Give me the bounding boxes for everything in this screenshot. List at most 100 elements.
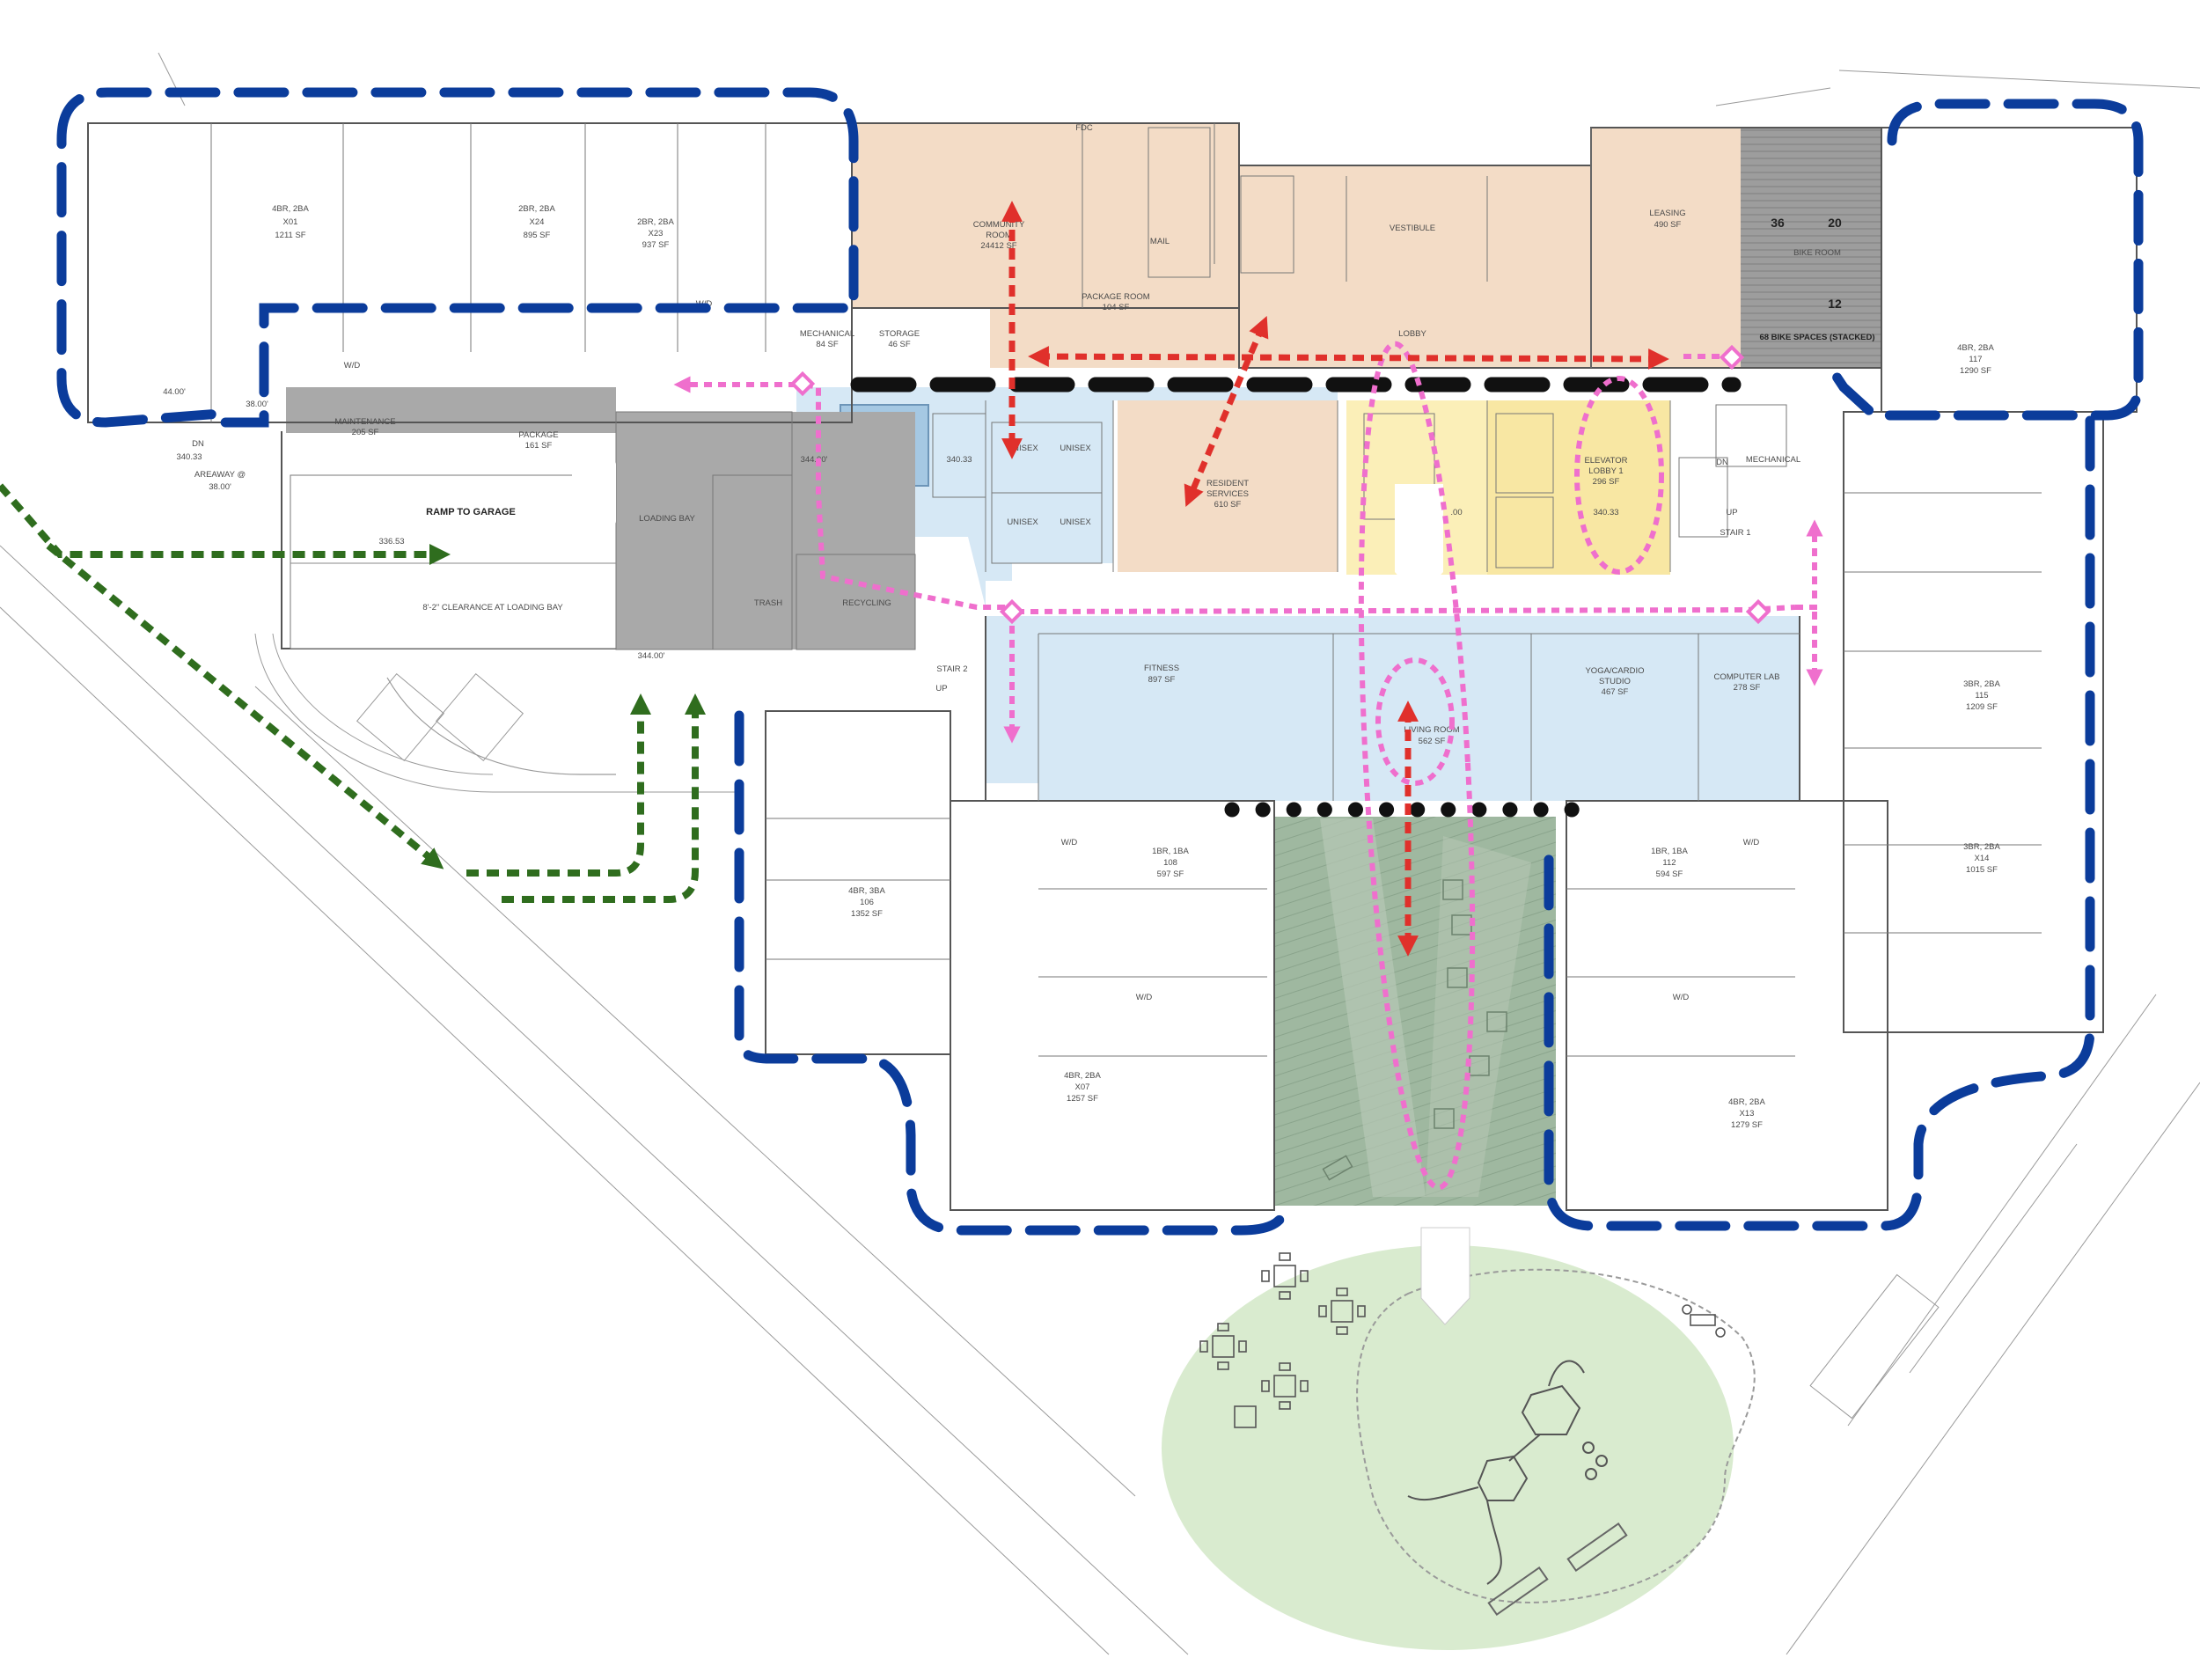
elevation-2: 38.00' [246, 400, 268, 409]
fitness-area: 897 SF [1148, 675, 1176, 685]
unit-x13-type: 4BR, 2BA [1728, 1097, 1765, 1107]
unit-x14-type: 3BR, 2BA [1963, 842, 2000, 852]
elevation-4: 38.00' [209, 482, 231, 492]
unit-x23-area: 937 SF [642, 240, 670, 250]
pink-junction-diamonds [789, 344, 1771, 625]
resident-services-diagonal-arrow [1184, 316, 1269, 507]
mid-corridor-path [1016, 605, 1796, 614]
elevator-lobby-area: 296 SF [1593, 477, 1620, 487]
storage-label: STORAGE [879, 329, 920, 339]
loading-entry-arrow [46, 542, 444, 869]
building-walls [87, 122, 2138, 1211]
east-corridor-path [1795, 519, 1823, 610]
red-flow-arrows [1001, 201, 1669, 957]
leasing-area: 490 SF [1654, 220, 1682, 230]
lobby-path-oval [1358, 341, 1476, 1191]
play-structure-icon [1407, 1360, 1608, 1585]
wd-label-3: W/D [1061, 838, 1078, 847]
fdc-label: FDC [1075, 123, 1093, 133]
ramp-entry-arrow [0, 483, 451, 565]
lobby-horizontal-arrow [1028, 346, 1669, 370]
community-room-area: 24412 SF [980, 241, 1016, 251]
unit-x23-id: X23 [649, 229, 664, 238]
room-labels: 4BR, 2BA X01 1211 SF 2BR, 2BA X24 895 SF… [272, 204, 2000, 1130]
yoga-label-1: YOGA/CARDIO [1585, 666, 1644, 676]
core-vertical-path [804, 382, 1012, 610]
wing-outline-southwest [734, 710, 1290, 1236]
unit-x13-area: 1279 SF [1731, 1120, 1763, 1130]
bike-count-20: 20 [1828, 216, 1842, 230]
unit-x01-type: 4BR, 2BA [272, 204, 309, 214]
unit-106-id: 106 [860, 898, 874, 907]
vestibule-label: VESTIBULE [1390, 224, 1435, 233]
dn-label-1: DN [1716, 458, 1728, 467]
wing-outline-northeast [1830, 99, 2144, 421]
elevation-11: .00 [1450, 508, 1462, 517]
unit-115-area: 1209 SF [1966, 702, 1998, 712]
community-room-label-2: ROOM [986, 231, 1012, 240]
community-room-label-1: COMMUNITY [973, 220, 1025, 230]
wd-label-2: W/D [344, 361, 361, 370]
up-label-2: UP [935, 684, 947, 693]
yoga-label-2: STUDIO [1599, 677, 1631, 686]
elevation-6: 340.33 [946, 455, 972, 465]
ramp-area [290, 458, 617, 775]
fitness-label: FITNESS [1144, 664, 1179, 673]
amenity-zones [286, 123, 1881, 801]
elevation-7: 336.53 [378, 537, 404, 547]
package-room-label: PACKAGE ROOM [1082, 292, 1150, 302]
unit-108-area: 597 SF [1157, 869, 1184, 879]
lobby-label: LOBBY [1398, 329, 1426, 339]
unit-117-type: 4BR, 2BA [1957, 343, 1994, 353]
elevator-lobby-oval [1574, 376, 1664, 575]
unit-112-area: 594 SF [1656, 869, 1683, 879]
areaway-label: AREAWAY @ [194, 470, 246, 480]
unit-x14-area: 1015 SF [1966, 865, 1998, 875]
unit-x24-id: X24 [530, 217, 545, 227]
unit-108-type: 1BR, 1BA [1152, 847, 1189, 856]
pedestrian-path-left [466, 693, 651, 877]
up-label-1: UP [1726, 508, 1737, 517]
stair1-label: STAIR 1 [1720, 528, 1750, 538]
site-access-arrows [0, 483, 706, 903]
unit-x14-id: X14 [1975, 854, 1990, 863]
package-room-area: 104 SF [1103, 303, 1130, 312]
resident-services-label-2: SERVICES [1206, 489, 1249, 499]
bike-count-12: 12 [1828, 297, 1842, 311]
unit-x24-area: 895 SF [524, 231, 551, 240]
clearance-label: 8'-2" CLEARANCE AT LOADING BAY [422, 603, 563, 613]
maintenance-label: MAINTENANCE [334, 417, 395, 427]
unisex-c-label: UNISEX [1007, 517, 1038, 527]
unit-x24-type: 2BR, 2BA [518, 204, 555, 214]
resident-services-label-1: RESIDENT [1206, 479, 1249, 488]
unit-115-type: 3BR, 2BA [1963, 679, 2000, 689]
elevation-9: 340.33 [1593, 508, 1618, 517]
living-room-area: 562 SF [1419, 737, 1446, 746]
path-marker-white [1420, 1227, 1470, 1325]
ramp-to-garage-label: RAMP TO GARAGE [426, 507, 516, 517]
site-context-lines [0, 52, 2200, 1655]
wing-outline-northwest [56, 87, 859, 428]
wd-label-5: W/D [1673, 993, 1690, 1002]
stair2-label: STAIR 2 [936, 664, 967, 674]
living-room-oval [1375, 657, 1455, 786]
courtyard [1274, 817, 1556, 1206]
unit-112-type: 1BR, 1BA [1651, 847, 1688, 856]
unit-x23-type: 2BR, 2BA [637, 217, 674, 227]
unit-108-id: 108 [1163, 858, 1177, 868]
wd-label-6: W/D [1743, 838, 1760, 847]
bike-room-label: BIKE ROOM [1793, 248, 1841, 258]
maintenance-area: 205 SF [352, 428, 379, 437]
unisex-d-label: UNISEX [1060, 517, 1091, 527]
computer-lab-label: COMPUTER LAB [1714, 672, 1780, 682]
bike-count-36: 36 [1771, 216, 1785, 230]
wing-outline-east [1544, 415, 2095, 1231]
pedestrian-path-right [502, 693, 706, 903]
elevation-8: 344.00' [638, 651, 665, 661]
unit-x13-id: X13 [1740, 1109, 1755, 1119]
leasing-label: LEASING [1649, 209, 1685, 218]
resident-services-area: 610 SF [1214, 500, 1242, 510]
unit-106-type: 4BR, 3BA [848, 886, 885, 896]
unisex-a-label: UNISEX [1007, 444, 1038, 453]
